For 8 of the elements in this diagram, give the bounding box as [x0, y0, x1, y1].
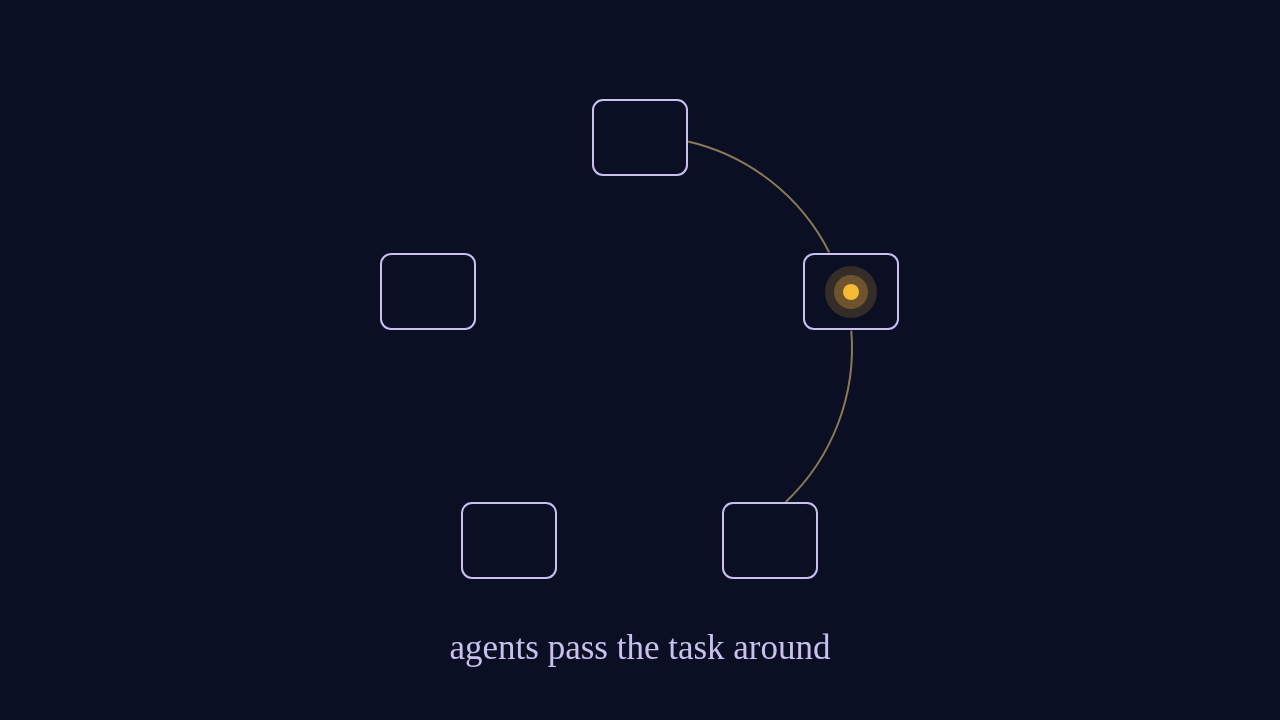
caption: agents pass the task around: [448, 628, 832, 668]
agent-box: [461, 502, 557, 579]
agent-box: [592, 99, 688, 176]
agent-box: [803, 253, 899, 330]
connector-line: [687, 140, 831, 254]
agent-box: [380, 253, 476, 330]
agent-box: [722, 502, 818, 579]
connector-line: [784, 329, 853, 503]
